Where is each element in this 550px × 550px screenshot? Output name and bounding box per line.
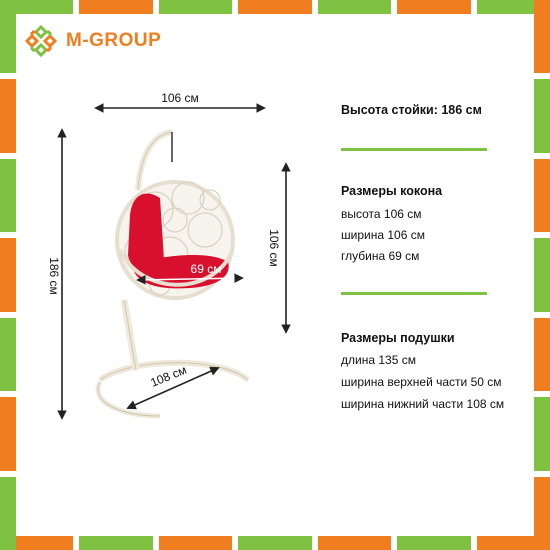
cocoon-height-line: высота 106 см xyxy=(341,207,422,221)
total-height-label: 186 см xyxy=(47,257,61,295)
width-label: 106 см xyxy=(161,91,199,105)
separator-2 xyxy=(341,292,487,295)
base-arrow xyxy=(126,366,220,410)
brand-logo: M-GROUP xyxy=(24,24,161,58)
top-border xyxy=(0,0,550,14)
stand-base-tail xyxy=(95,380,161,419)
base-label: 108 см xyxy=(148,363,188,390)
cushion-back xyxy=(128,193,165,277)
brand-name: M-GROUP xyxy=(66,30,162,51)
separator-1 xyxy=(341,148,487,151)
depth-label: 69 см xyxy=(191,262,222,276)
stand-height-text: Высота стойки: 186 см xyxy=(341,103,482,117)
pillow-title: Размеры подушки xyxy=(341,331,455,345)
cocoon-width-line: ширина 106 см xyxy=(341,228,425,242)
right-border xyxy=(534,0,550,550)
pillow-length-line: длина 135 см xyxy=(341,353,416,367)
depth-arrow xyxy=(136,273,244,285)
pillow-bottom-width-line: ширина нижний части 108 см xyxy=(341,397,505,411)
hanging-chair-illustration: 106 см 186 см 106 см 69 см 108 см xyxy=(47,91,291,420)
cocoon-height-label: 106 см xyxy=(267,229,281,267)
cocoon xyxy=(115,180,235,300)
left-border xyxy=(0,0,16,550)
bottom-border xyxy=(0,536,550,550)
pillow-top-width-line: ширина верхней части 50 см xyxy=(341,375,502,389)
m-group-logo-icon xyxy=(24,24,58,58)
cocoon-title: Размеры кокона xyxy=(341,184,443,198)
cocoon-depth-line: глубина 69 см xyxy=(341,249,420,263)
